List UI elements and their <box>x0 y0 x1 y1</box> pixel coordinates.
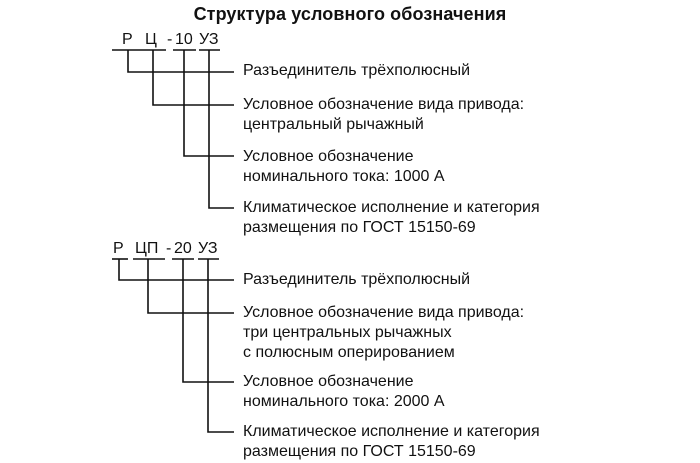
block1-code-current: 10 <box>175 31 193 48</box>
block2-leader-3 <box>182 259 234 383</box>
block2-leader-4 <box>207 259 234 433</box>
block2-code-drive: ЦП <box>135 240 159 257</box>
block1-desc-1: Разъединитель трёхполюсный <box>243 62 471 79</box>
block2-desc-2: Условное обозначение вида привода: три ц… <box>243 304 525 361</box>
block1-connectors <box>112 49 234 209</box>
block1-code-series: Р <box>122 31 133 48</box>
block2-leader-2 <box>147 259 234 314</box>
block2-desc-4: Климатическое исполнение и категория раз… <box>243 423 540 460</box>
block2-code-dash: - <box>166 240 172 257</box>
block1-leader-3 <box>183 50 234 157</box>
block2-desc-3: Условное обозначение номинального тока: … <box>243 373 445 410</box>
block2-leader-1 <box>118 259 234 281</box>
block1-leader-2 <box>152 50 234 106</box>
diagram-title: Структура условного обозначения <box>193 4 507 24</box>
block1-code-drive: Ц <box>145 31 157 48</box>
block1-leader-1 <box>127 50 234 73</box>
block1-desc-3: Условное обозначение номинального тока: … <box>243 148 445 185</box>
block2-code-current: 20 <box>174 240 192 257</box>
block1-desc-4: Климатическое исполнение и категория раз… <box>243 199 540 236</box>
block1-code-dash: - <box>167 31 173 48</box>
block2-code-climate: УЗ <box>198 240 218 257</box>
block1-desc-2: Условное обозначение вида привода: центр… <box>243 96 525 133</box>
block1-code-climate: УЗ <box>199 31 219 48</box>
block2-connectors <box>112 258 234 433</box>
block1-leader-4 <box>208 50 234 209</box>
block2-desc-1: Разъединитель трёхполюсный <box>243 271 471 288</box>
block2-code-series: Р <box>113 240 124 257</box>
